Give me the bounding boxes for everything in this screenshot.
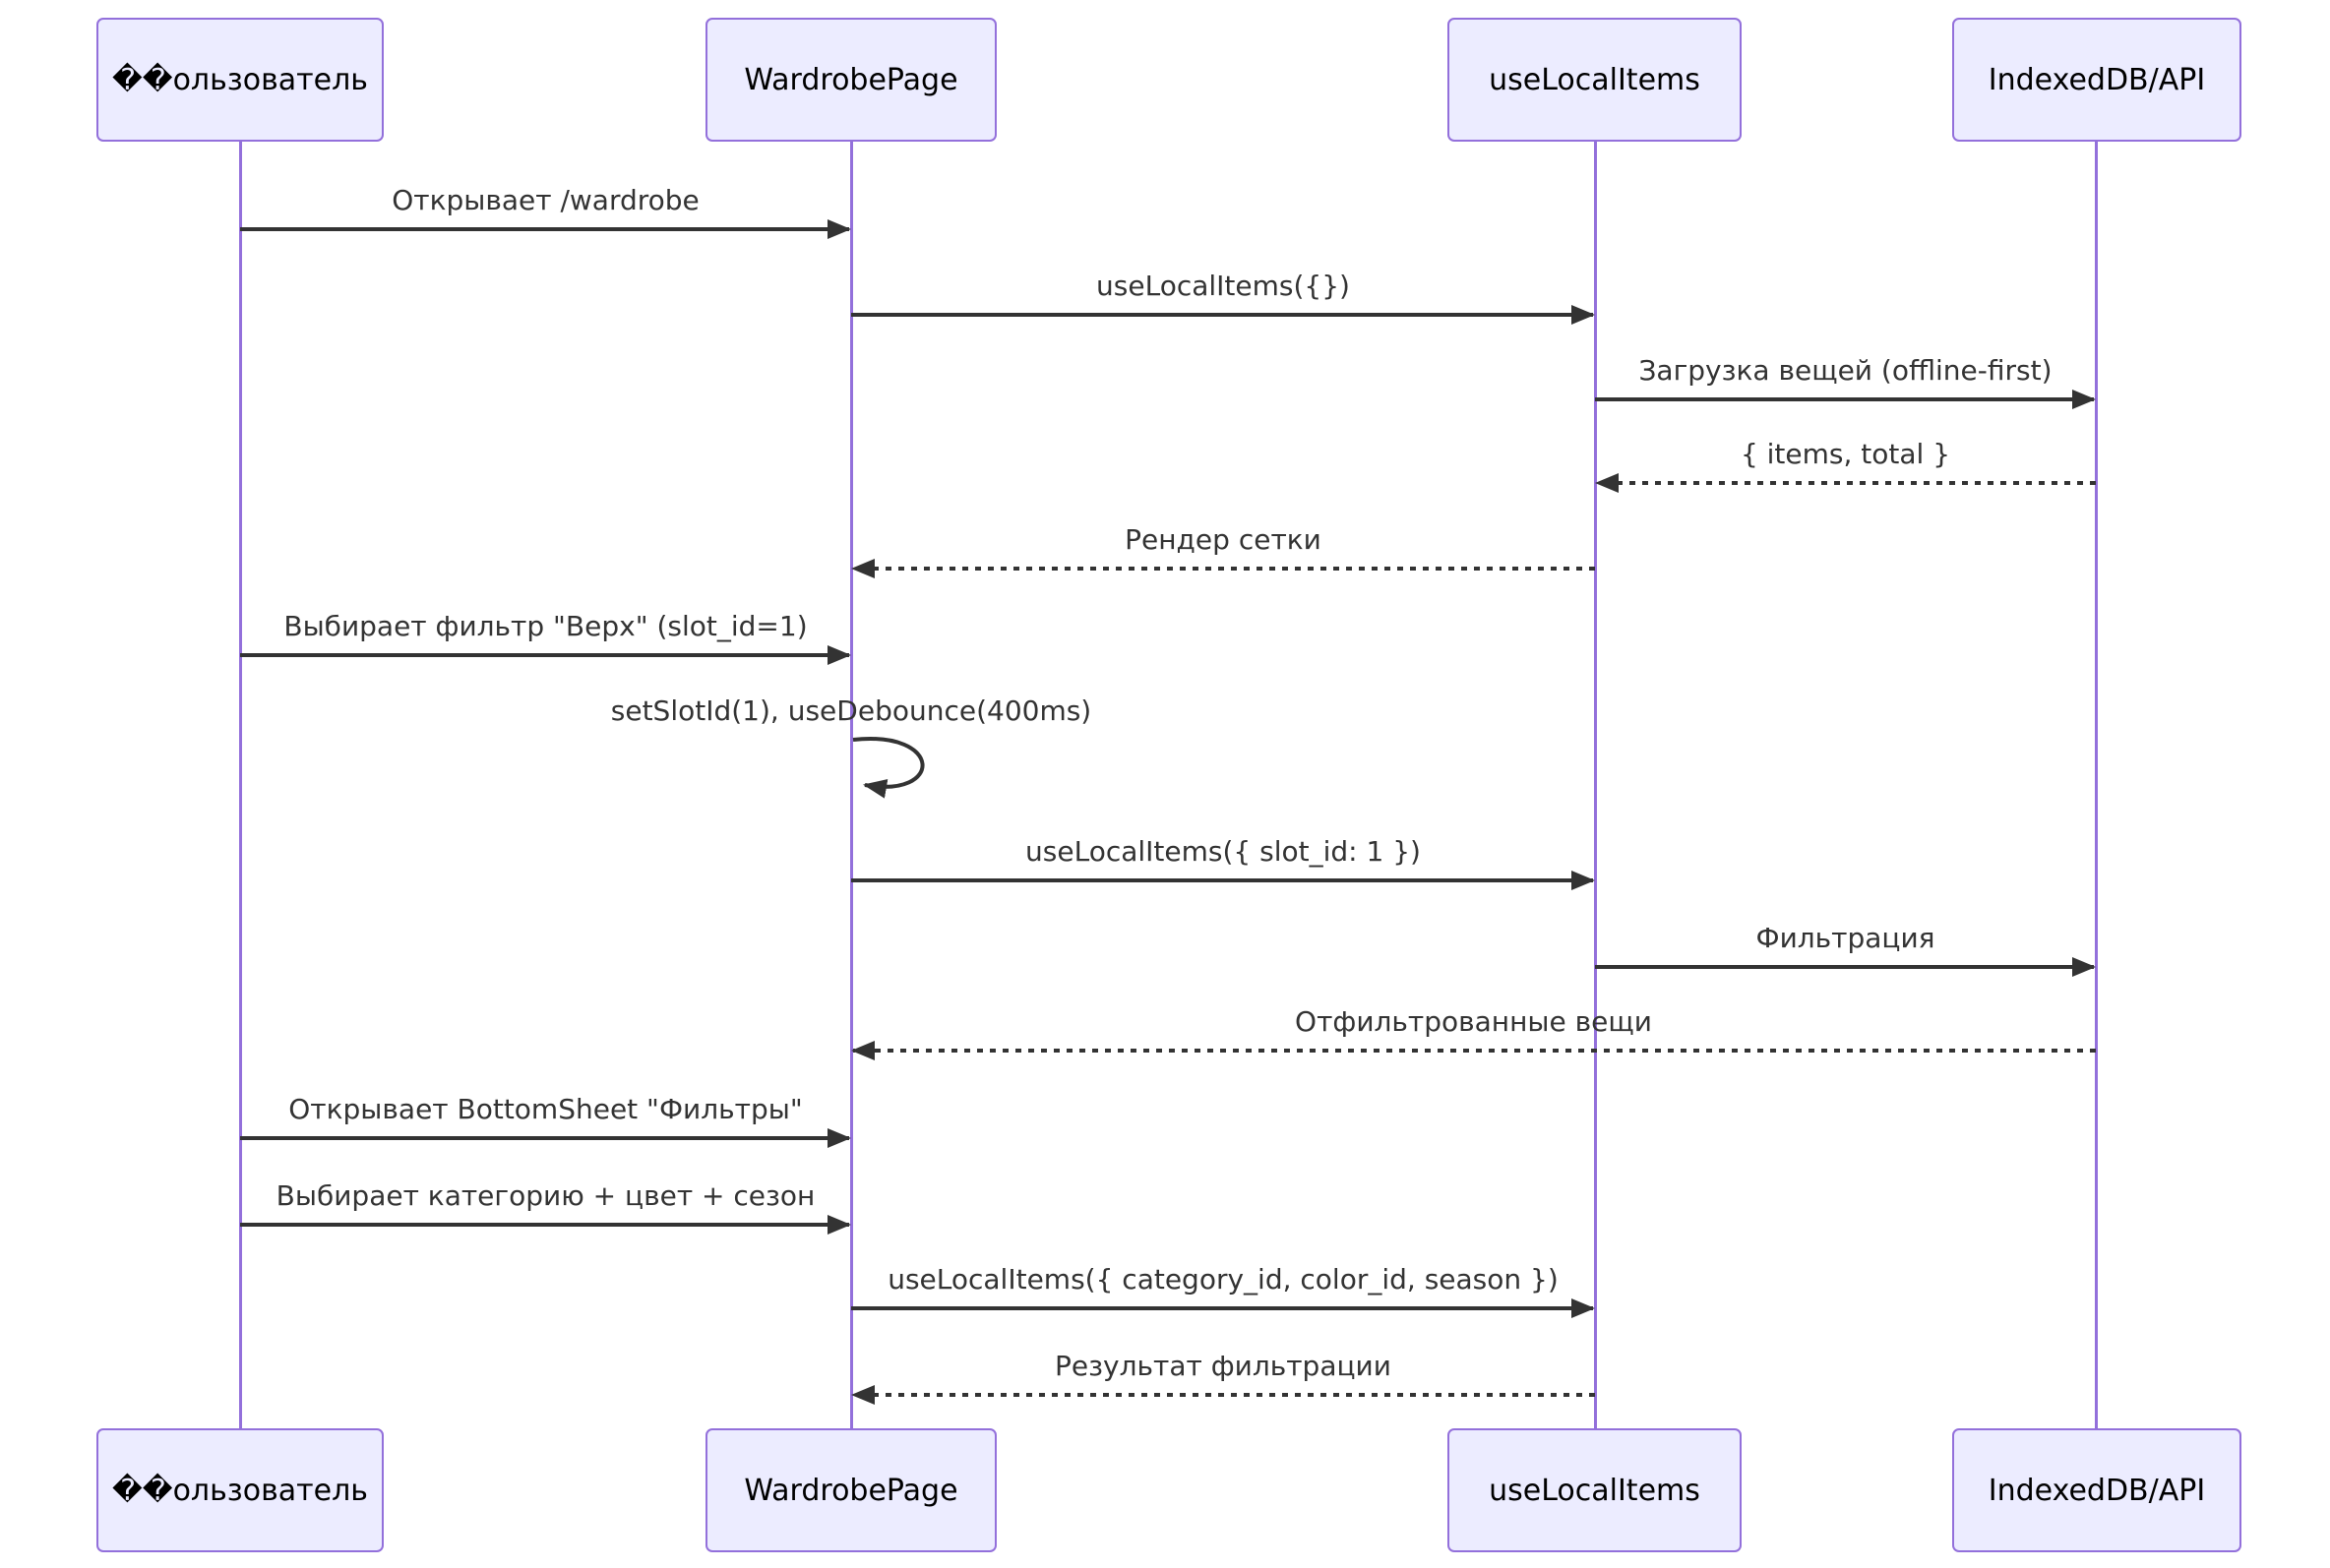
actor-bottom-items: useLocalItems [1447,1428,1742,1552]
message-label: useLocalItems({ slot_id: 1 }) [1025,835,1421,868]
lifeline-user [238,142,242,1428]
actor-label: ��ользователь [112,1473,368,1508]
actor-label: WardrobePage [744,62,958,97]
message-label: Фильтрация [1755,922,1935,954]
actor-label: WardrobePage [744,1473,958,1508]
actor-top-user: ��ользователь [96,18,384,142]
actor-label: ��ользователь [112,62,368,97]
lifeline-db [2094,142,2098,1428]
message-label: Выбирает категорию + цвет + сезон [276,1179,816,1212]
actor-top-page: WardrobePage [705,18,997,142]
message-label: Рендер сетки [1125,523,1321,556]
lifeline-items [1593,142,1597,1428]
message-label: Открывает /wardrobe [392,184,700,216]
message-label: Результат фильтрации [1055,1350,1391,1382]
actor-label: useLocalItems [1489,1473,1700,1508]
message-label: setSlotId(1), useDebounce(400ms) [610,694,1092,727]
actor-bottom-page: WardrobePage [705,1428,997,1552]
message-label: useLocalItems({}) [1096,270,1350,302]
actor-top-db: IndexedDB/API [1952,18,2241,142]
message-label: Загрузка вещей (offline-first) [1638,354,2053,387]
actor-bottom-user: ��ользователь [96,1428,384,1552]
message-label: Отфильтрованные вещи [1295,1005,1652,1038]
message-label: { items, total } [1740,438,1951,470]
actor-label: useLocalItems [1489,62,1700,97]
actor-label: IndexedDB/API [1988,1473,2206,1508]
message-label: useLocalItems({ category_id, color_id, s… [888,1263,1559,1296]
message-label: Выбирает фильтр "Верх" (slot_id=1) [283,610,808,642]
actor-bottom-db: IndexedDB/API [1952,1428,2241,1552]
actor-label: IndexedDB/API [1988,62,2206,97]
self-message-arrow [852,737,925,799]
lifeline-page [849,142,853,1428]
message-label: Открывает BottomSheet "Фильтры" [288,1093,803,1125]
actor-top-items: useLocalItems [1447,18,1742,142]
